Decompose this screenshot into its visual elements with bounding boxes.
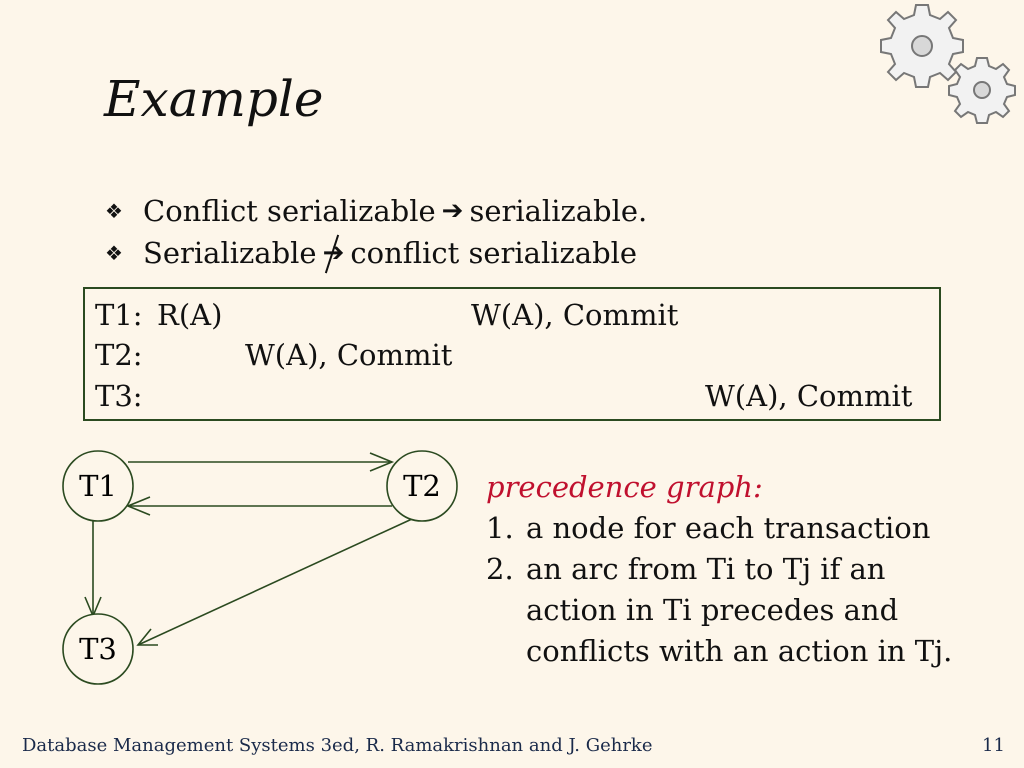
legend-item-number: 2. [486, 552, 514, 586]
arrowhead-t2-t1 [125, 496, 151, 516]
not-implies-arrow-icon: ➔ [323, 234, 344, 274]
bullet-item: ❖ Serializable ➔ conflict serializable [105, 232, 647, 274]
transaction-schedule: T1: R(A) W(A), Commit T2: W(A), Commit T… [83, 287, 941, 421]
edge-t2-t3 [137, 518, 413, 646]
footer-citation: Database Management Systems 3ed, R. Rama… [22, 735, 653, 756]
node-t2 [386, 450, 458, 522]
precedence-graph: T1 T2 T3 [62, 450, 458, 685]
precedence-graph-legend: precedence graph: 1. a node for each tra… [486, 470, 956, 672]
legend-item-number: 1. [486, 511, 514, 545]
bullet-item: ❖ Conflict serializable ➔ serializable. [105, 190, 647, 232]
node-label-t2: T2 [403, 469, 441, 503]
node-t3 [62, 613, 134, 685]
legend-item-text: a node for each transaction [526, 511, 931, 545]
t1-name: T1: [95, 298, 143, 332]
bullet-text: serializable. [469, 194, 648, 228]
bullet-marker-icon: ❖ [105, 199, 123, 223]
bullet-list: ❖ Conflict serializable ➔ serializable. … [105, 190, 647, 274]
t3-name: T3: [95, 379, 143, 413]
node-label-t1: T1 [79, 469, 117, 503]
bullet-text: conflict serializable [350, 236, 638, 270]
implies-arrow-icon: ➔ [441, 196, 464, 226]
arrowhead-t2-t3 [136, 628, 158, 646]
bullet-marker-icon: ❖ [105, 241, 123, 265]
node-t1 [62, 450, 134, 522]
page-number: 11 [982, 735, 1005, 756]
slide-title: Example [104, 70, 324, 128]
t1-write: W(A), Commit [471, 298, 679, 332]
bullet-text: Conflict serializable [143, 194, 436, 228]
gears-icon [880, 4, 1016, 124]
t2-name: T2: [95, 338, 143, 372]
legend-item: 2. an arc from Ti to Tj if an action in … [486, 549, 956, 672]
t3-write: W(A), Commit [705, 379, 913, 413]
legend-heading: precedence graph: [486, 470, 763, 504]
legend-item-text: an arc from Ti to Tj if an action in Ti … [526, 552, 953, 668]
t1-read: R(A) [157, 298, 223, 332]
arrowhead-t1-t2 [369, 452, 395, 472]
t2-write: W(A), Commit [245, 338, 453, 372]
legend-item: 1. a node for each transaction [486, 508, 956, 549]
node-label-t3: T3 [79, 632, 117, 666]
bullet-text: Serializable [143, 236, 317, 270]
